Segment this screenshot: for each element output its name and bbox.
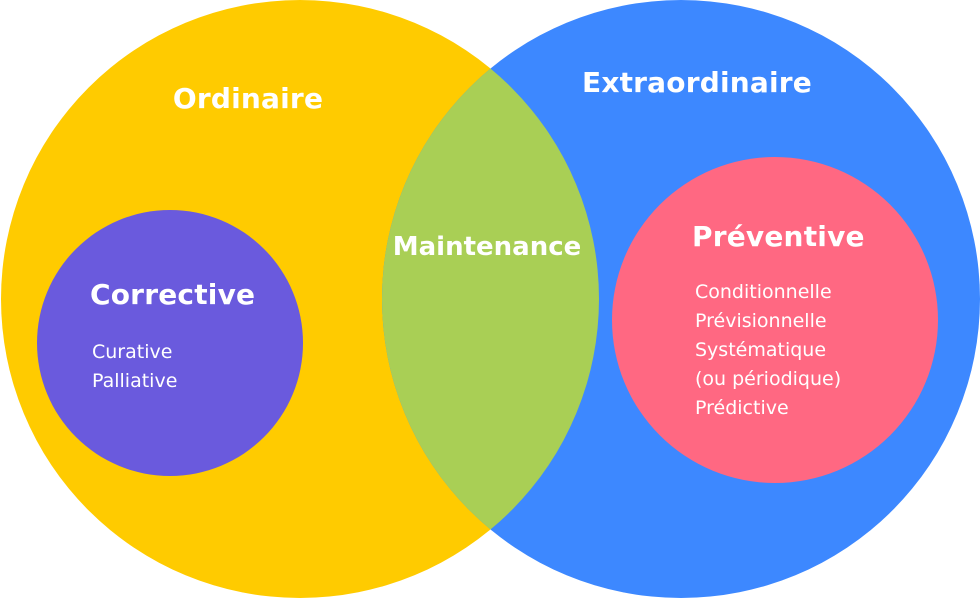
maintenance-intersection [382,0,599,598]
corrective-item: Palliative [92,370,178,392]
preventive-item: Systématique [695,339,827,361]
maintenance-label: Maintenance [392,232,582,262]
ordinaire-label: Ordinaire [172,82,324,115]
extraordinaire-label: Extraordinaire [582,66,812,99]
preventive-item: Prévisionnelle [695,310,827,332]
preventive-label: Préventive [692,220,865,253]
preventive-item: Prédictive [695,397,789,419]
preventive-item: Conditionnelle [695,281,832,303]
preventive-circle [612,157,938,483]
corrective-item: Curative [92,341,173,363]
preventive-item: (ou périodique) [695,368,842,390]
corrective-label: Corrective [90,278,256,311]
corrective-items: Curative Palliative [92,338,177,396]
corrective-circle [37,210,303,476]
preventive-items: Conditionnelle Prévisionnelle Systématiq… [695,278,841,423]
